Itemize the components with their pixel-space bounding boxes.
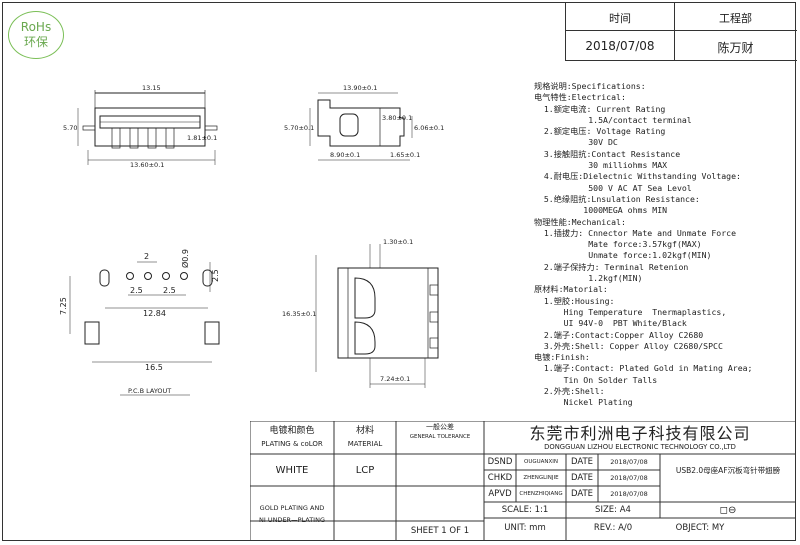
- apvd-date-label: DATE: [570, 489, 594, 499]
- spec-line: 30V DC: [534, 137, 618, 148]
- spec-line: 原材料:Matorial:: [534, 284, 608, 295]
- spec-line: 2.额定电压: Voltage Rating: [534, 126, 666, 137]
- spec-line: 1.5A/contact terminal: [534, 114, 692, 125]
- spec-line: 电气特性:Electrical:: [534, 92, 626, 103]
- chkd-label: CHKD: [487, 473, 513, 483]
- unit: UNIT: mm: [504, 523, 546, 533]
- top-view: [77, 90, 218, 165]
- dim-side-height1: 5.70±0.1: [284, 124, 314, 132]
- spec-line: 规格说明:Specifications:: [534, 81, 646, 91]
- dim-side-bottom1: 8.90±0.1: [330, 151, 360, 159]
- dim-pcb-25c: 2.5: [211, 269, 220, 282]
- dim-pcb-2: 2: [144, 252, 149, 261]
- apvd-date: 2018/07/08: [610, 490, 648, 498]
- product-name: USB2.0母座AF沉板弯针带翅膀: [675, 465, 781, 475]
- spec-line: UI 94V-0 PBT White/Black: [534, 318, 687, 329]
- dim-pcb-25b: 2.5: [163, 286, 176, 295]
- material-header-cn: 材料: [355, 426, 374, 436]
- tolerance-header-cn: 一般公差: [426, 423, 454, 431]
- size: SIZE: A4: [595, 505, 631, 515]
- dim-side-small: 3.80±0.1: [382, 114, 412, 122]
- color-value: WHITE: [275, 464, 309, 476]
- rohs-logo: RoHs 环保: [8, 11, 64, 59]
- dim-top-width: 13.15: [142, 84, 161, 92]
- object: OBJECT: MY: [675, 523, 725, 533]
- sheet-number: SHEET 1 OF 1: [410, 526, 470, 536]
- chkd-date: 2018/07/08: [610, 474, 648, 482]
- plating-note-line2: NI UNDER—PLATING: [258, 516, 325, 524]
- spec-line: 3.外壳:Shell: Copper Alloy C2680/SPCC: [534, 340, 723, 351]
- chkd-date-label: DATE: [570, 473, 594, 483]
- spec-line: 3.接触阻抗:Contact Resistance: [534, 148, 681, 159]
- rohs-logo-text: RoHs: [20, 20, 52, 34]
- spec-line: Hing Temperature Tnermaplastics,: [534, 306, 727, 317]
- dim-side-bottom2: 1.65±0.1: [390, 151, 420, 159]
- technical-drawing: 13.15 5.70 1.81±0.1 13.60±0.1 13.90±0.1 …: [59, 84, 444, 396]
- material-value: LCP: [355, 464, 375, 476]
- dim-side-width: 13.90±0.1: [343, 84, 377, 92]
- dim-pcb-hole: Ø0.9: [180, 249, 190, 268]
- spec-line: 4.耐电压:Dielectnic Withstanding Voltage:: [534, 171, 741, 182]
- spec-line: 5.绝缘阻抗:Lnsulation Resistance:: [534, 193, 700, 204]
- side-view: [309, 92, 413, 161]
- spec-line: Mate force:3.57kgf(MAX): [534, 239, 702, 250]
- spec-line: Tin On Solder Talls: [534, 374, 658, 385]
- spec-line: Unmate force:1.02kgf(MIN): [534, 250, 712, 261]
- dsnd-date-label: DATE: [570, 457, 594, 467]
- dim-front-top: 1.30±0.1: [383, 238, 413, 246]
- approval-date: 2018/07/08: [585, 39, 655, 53]
- spec-line: 2.端子:Contact:Copper Alloy C2680: [534, 329, 704, 340]
- spec-line: 电镀:Finish:: [534, 352, 590, 363]
- dim-top-bottom-width: 13.60±0.1: [130, 161, 164, 169]
- dim-pcb-25a: 2.5: [130, 286, 143, 295]
- dim-front-bottom: 7.24±0.1: [380, 375, 410, 383]
- dim-pcb-1284: 12.84: [143, 309, 166, 318]
- plating-note-line1: GOLD PLATING AND: [259, 504, 325, 512]
- front-view: [315, 244, 439, 388]
- spec-line: 物理性能:Mechanical:: [534, 216, 626, 227]
- chkd-name: ZHENGLINJIE: [523, 475, 559, 481]
- spec-line: 1.2kgf(MIN): [534, 273, 643, 284]
- spec-line: 2.外壳:Shell:: [534, 386, 605, 397]
- title-block-grid: [250, 421, 796, 541]
- spec-line: 1.端子:Contact: Plated Gold in Mating Area…: [534, 363, 753, 374]
- company-name-en: DONGGUAN LIZHOU ELECTRONIC TECHNOLOGY CO…: [544, 442, 736, 451]
- pcb-layout-title: P.C.B LAYOUT: [128, 387, 171, 395]
- apvd-name: CHENZHIQIANG: [519, 491, 563, 497]
- company-name-cn: 东莞市利洲电子科技有限公司: [529, 424, 751, 443]
- dim-pcb-725: 7.25: [59, 297, 68, 315]
- approval-block: 时间 工程部 2018/07/08 陈万财: [565, 2, 797, 61]
- spec-line: 500 V AC AT Sea Levol: [534, 182, 692, 193]
- rohs-logo-cn: 环保: [23, 35, 48, 49]
- apvd-label: APVD: [488, 489, 512, 499]
- dim-top-height: 5.70: [63, 124, 77, 132]
- spec-line: 2.端子保持力: Terminal Retenion: [534, 261, 689, 272]
- spec-line: Nickel Plating: [534, 397, 633, 408]
- scale: SCALE: 1:1: [501, 505, 549, 515]
- specification-list: 规格说明:Specifications:电气特性:Electrical: 1.额…: [534, 81, 752, 409]
- dsnd-date: 2018/07/08: [610, 458, 648, 466]
- spec-line: 1000MEGA ohms MIN: [534, 205, 668, 216]
- dim-front-height: 16.35±0.1: [282, 310, 316, 318]
- plating-header-cn: 电镀和颜色: [269, 426, 315, 436]
- dim-top-small: 1.81±0.1: [187, 134, 217, 142]
- plating-header-en: PLATING & coLOR: [261, 440, 323, 448]
- material-header-en: MATERIAL: [347, 440, 383, 448]
- approval-engineer: 陈万财: [717, 41, 754, 55]
- dsnd-name: OUGUANXIN: [523, 459, 559, 465]
- projection-symbol-icon: ◻⊖: [719, 504, 737, 516]
- time-header: 时间: [609, 12, 631, 25]
- pcb-layout: [69, 261, 220, 396]
- spec-line: 1.插拔力: Cnnector Mate and Unmate Force: [534, 227, 737, 238]
- revision: REV.: A/0: [593, 523, 633, 533]
- dim-side-height2: 6.06±0.1: [414, 124, 444, 132]
- tolerance-header-en: GENERAL TOLERANCE: [409, 434, 471, 440]
- spec-line: 30 milliohms MAX: [534, 160, 668, 171]
- spec-line: 1.额定电流: Current Rating: [534, 103, 666, 114]
- spec-line: 1.塑胶:Housing:: [534, 295, 615, 306]
- engineering-header: 工程部: [719, 12, 752, 25]
- dsnd-label: DSND: [487, 457, 513, 467]
- dim-pcb-165: 16.5: [145, 363, 163, 372]
